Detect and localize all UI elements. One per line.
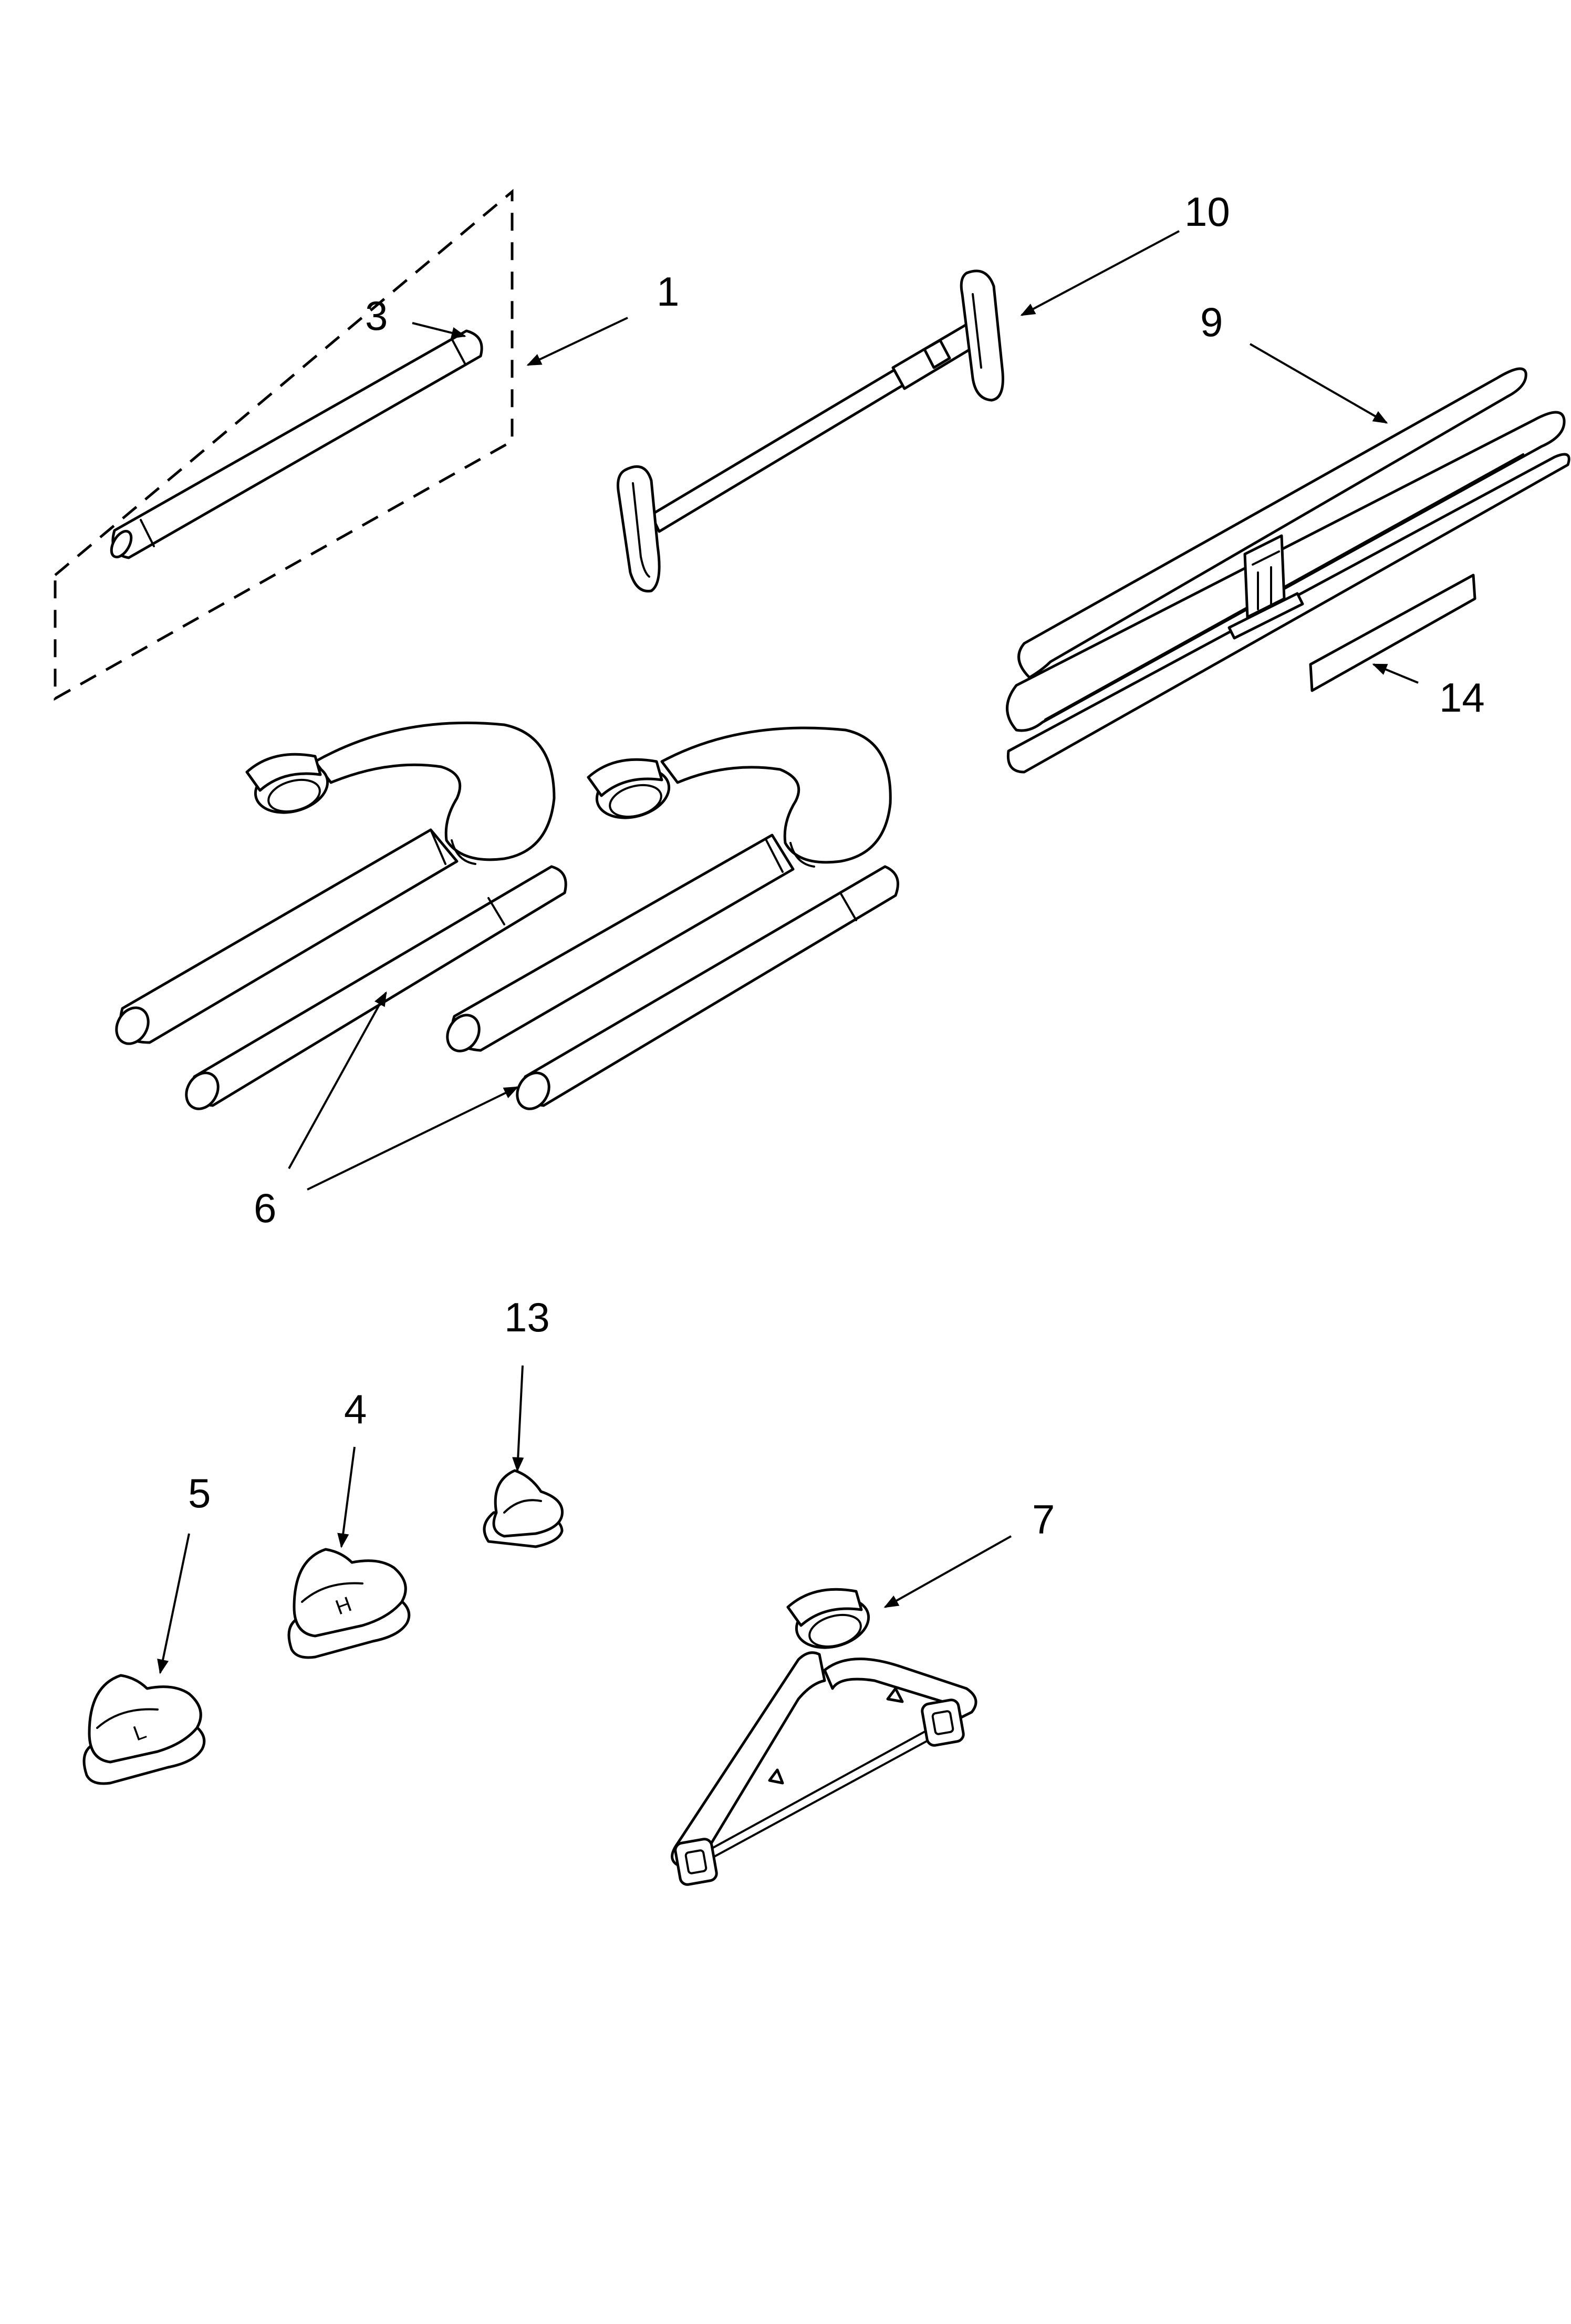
leader-13 [512, 1365, 524, 1472]
part-10-t-handle-tool [617, 269, 1004, 593]
part-6-hanger-assembly-right [446, 726, 899, 1110]
leader-6b [307, 1086, 519, 1191]
leader-lines [157, 230, 1419, 1674]
leader-10 [1020, 230, 1180, 316]
part-4-cap-high: H [287, 1548, 411, 1659]
callout-5: 5 [188, 1470, 211, 1516]
callout-1: 1 [657, 268, 679, 315]
leader-5 [157, 1533, 190, 1674]
callout-10: 10 [1184, 189, 1230, 235]
part-7-hanger [671, 1588, 977, 1886]
part-6-hanger-assembly-left [115, 721, 567, 1110]
part-13-cap [483, 1469, 564, 1548]
leader-6a [288, 991, 387, 1169]
callout-labels: 1 3 10 9 14 6 13 4 5 7 [188, 189, 1485, 1543]
leader-1 [526, 317, 628, 366]
part-14-strip [1309, 574, 1476, 692]
part-9-gasket-strip [1006, 367, 1570, 774]
callout-9: 9 [1200, 299, 1223, 345]
part-3-rod [110, 329, 483, 559]
callout-3: 3 [365, 293, 388, 339]
callout-7: 7 [1032, 1496, 1055, 1543]
callout-4: 4 [344, 1386, 367, 1432]
leader-4 [337, 1446, 356, 1548]
part-5-cap-low: L [82, 1674, 206, 1785]
leader-9 [1250, 343, 1388, 424]
callout-13: 13 [504, 1294, 550, 1340]
leader-3 [412, 322, 466, 339]
part-1-kit-box [54, 189, 514, 701]
leader-7 [883, 1535, 1012, 1608]
callout-14: 14 [1439, 674, 1485, 721]
leader-14 [1372, 663, 1419, 684]
callout-6: 6 [254, 1185, 276, 1231]
